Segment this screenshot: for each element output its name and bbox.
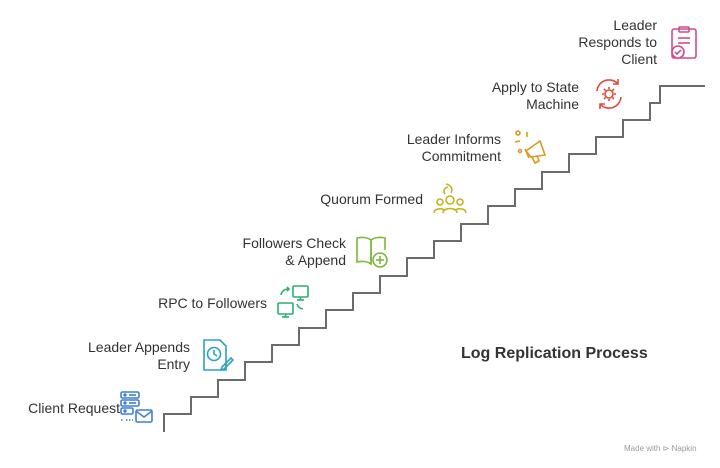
step-label-quorum: Quorum Formed: [320, 191, 423, 207]
megaphone-icon: [514, 130, 547, 165]
step-label-leader-informs: Leader Informs Commitment: [406, 131, 501, 164]
diagram-title: Log Replication Process: [461, 345, 648, 362]
made-with-napkin-watermark: Made with ⊳ Napkin: [624, 444, 697, 453]
step-label-followers-check: Followers Check & Append: [242, 235, 346, 268]
group-users-icon: [433, 183, 467, 214]
book-add-icon: [356, 236, 388, 268]
server-mail-icon: [120, 391, 153, 423]
step-label-rpc-followers: RPC to Followers: [158, 295, 267, 311]
step-label-leader-responds: Leader Responds to Client: [578, 17, 657, 67]
step-label-client-request: Client Request: [28, 400, 120, 416]
step-label-leader-appends: Leader Appends Entry: [88, 339, 190, 372]
step-label-apply-state: Apply to State Machine: [491, 79, 579, 112]
clipboard-check-icon: [671, 26, 697, 59]
gear-cycle-icon: [596, 79, 622, 109]
staircase-line: [163, 85, 705, 432]
sync-monitors-icon: [277, 285, 309, 318]
clock-document-edit-icon: [203, 339, 234, 372]
